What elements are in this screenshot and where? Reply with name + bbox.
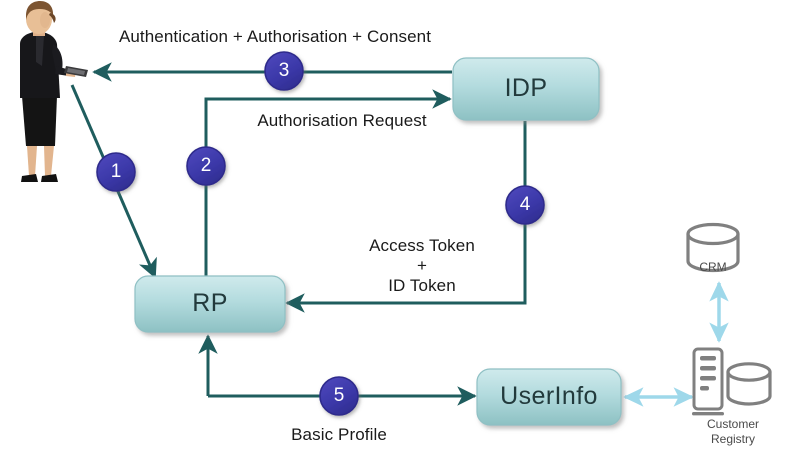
step-circle-2[interactable]	[186, 146, 226, 186]
label-access-token-line3: ID Token	[388, 276, 456, 295]
step-circle-5[interactable]	[319, 376, 359, 416]
icon-label-customer-registry-line1: Customer	[706, 417, 759, 431]
step-circle-1[interactable]	[96, 152, 136, 192]
flow-line-step-4	[285, 121, 527, 313]
step-circle-3[interactable]	[264, 51, 304, 91]
node-label-rp: RP	[192, 289, 228, 317]
user-person-image	[20, 1, 88, 182]
customer-registry-database-icon	[726, 362, 772, 406]
customer-registry-server-icon	[692, 347, 724, 416]
label-access-token-line1: Access Token	[369, 236, 475, 255]
node-userinfo-box[interactable]	[476, 368, 622, 426]
icon-label-crm: CRM	[699, 260, 727, 274]
icon-label-customer-registry-line2: Registry	[710, 432, 755, 446]
label-authentication-authorisation-consent: Authentication + Authorisation + Consent	[118, 27, 432, 46]
label-authorisation-request: Authorisation Request	[257, 111, 427, 130]
label-access-token-line2: +	[416, 256, 428, 275]
node-label-idp: IDP	[504, 74, 548, 102]
label-basic-profile: Basic Profile	[291, 425, 387, 444]
node-label-userinfo: UserInfo	[500, 382, 598, 410]
node-rp-box[interactable]	[134, 275, 286, 333]
flow-line-step-2	[204, 89, 452, 278]
node-idp-box[interactable]	[452, 57, 600, 121]
step-circle-4[interactable]	[505, 185, 545, 225]
crm-database-icon	[686, 222, 740, 273]
